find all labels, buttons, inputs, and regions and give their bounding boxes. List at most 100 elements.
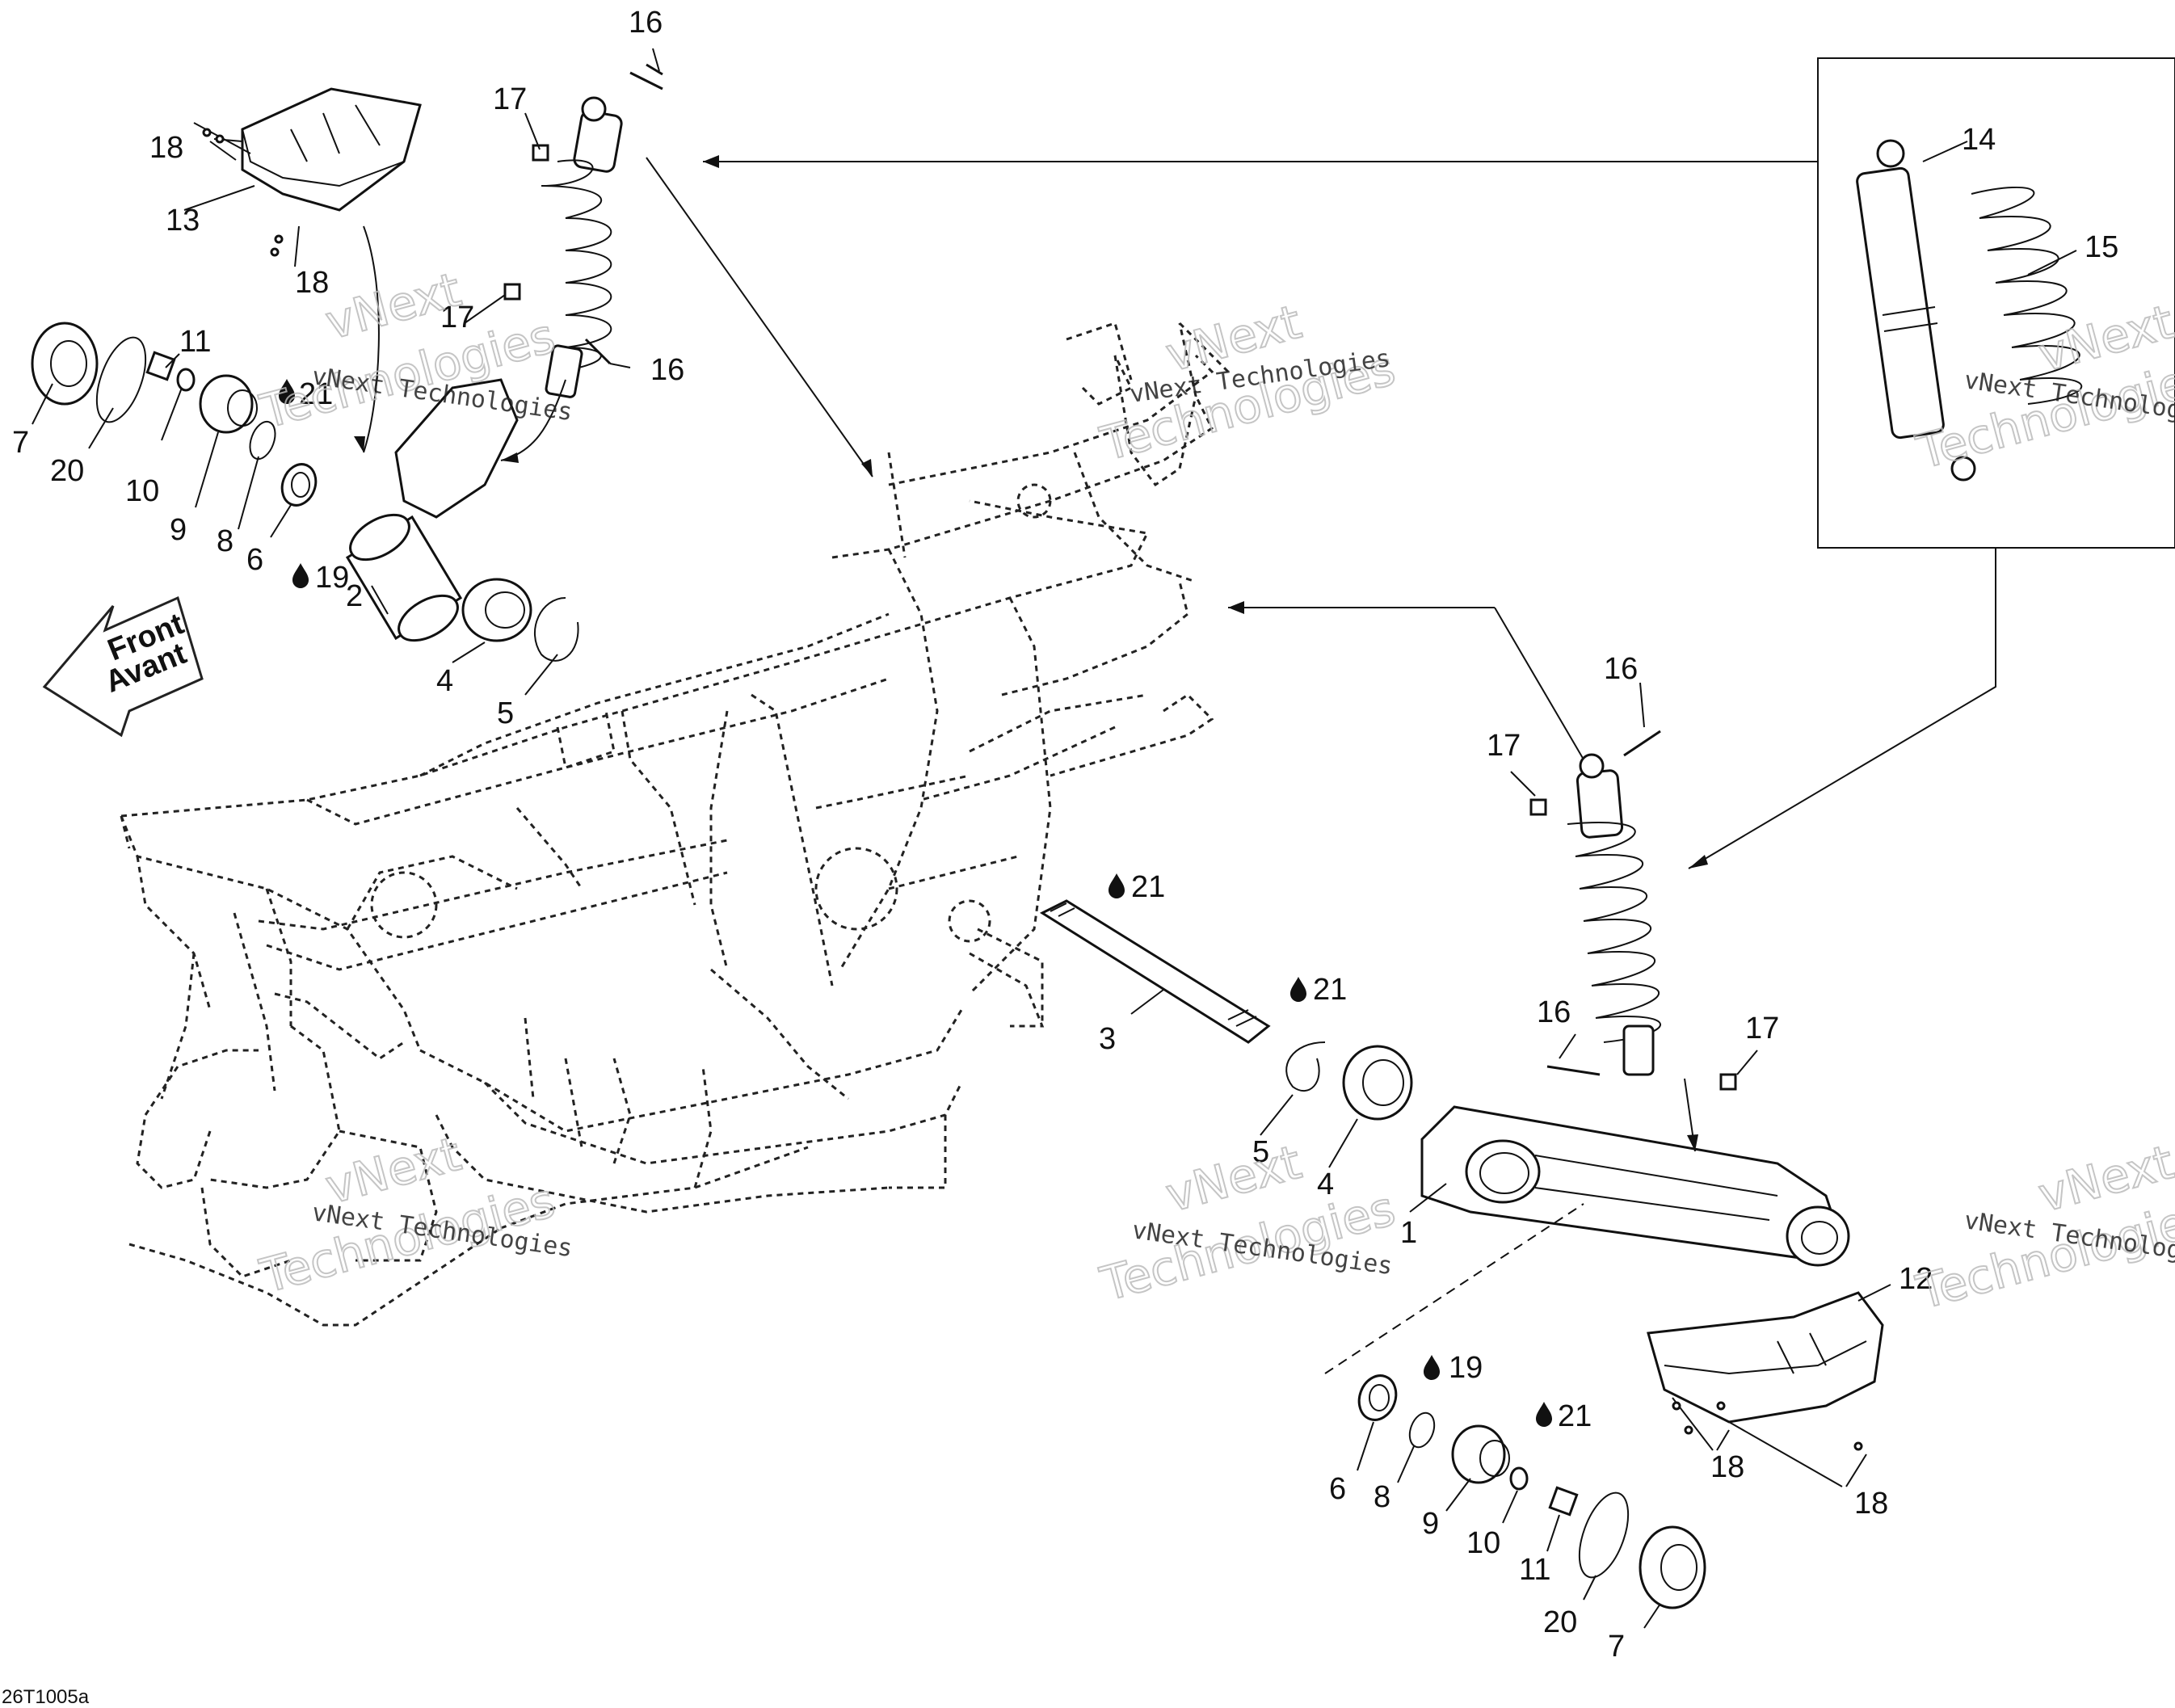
watermark-upper-right: vNext Technologies vNext Technologies bbox=[1910, 293, 2175, 481]
callout-4-right: 4 bbox=[1317, 1167, 1334, 1201]
callout-18-left-lower: 18 bbox=[295, 266, 329, 300]
right-part-5-circlip bbox=[1285, 1041, 1326, 1092]
callout-17-top-left: 17 bbox=[493, 82, 527, 116]
right-part-11-nut bbox=[1548, 1486, 1579, 1517]
right-bolt-16-top bbox=[1623, 730, 1661, 757]
right-part-8-ring bbox=[1408, 1411, 1436, 1449]
right-shock-absorber bbox=[1567, 753, 1661, 1076]
part-20-ring bbox=[95, 336, 147, 423]
callout-18-right-upper: 18 bbox=[1710, 1450, 1744, 1484]
watermark-lower-left: vNext Technologies vNext Technologies bbox=[254, 1125, 574, 1305]
left-nut-17-top bbox=[532, 144, 549, 162]
right-parts-group bbox=[1039, 730, 1884, 1609]
vehicle-frame bbox=[120, 322, 1230, 1327]
right-bolt-16-lower bbox=[1546, 1065, 1601, 1076]
callout-15: 15 bbox=[2085, 230, 2118, 264]
part-13-guard bbox=[241, 87, 422, 212]
screws bbox=[202, 128, 1863, 1451]
callout-numbers: 16 17 18 13 18 17 16 11 21 7 20 10 9 8 6… bbox=[12, 6, 2118, 1664]
callout-1: 1 bbox=[1400, 1216, 1417, 1250]
callout-11-left: 11 bbox=[179, 325, 211, 359]
inset-frame bbox=[1817, 57, 2175, 549]
right-part-6-seal bbox=[1357, 1374, 1398, 1421]
inset-box bbox=[1817, 57, 2175, 549]
part-10-washer bbox=[176, 368, 196, 392]
callout-21-axle-lower: 21 bbox=[1313, 973, 1347, 1007]
callout-3: 3 bbox=[1099, 1022, 1116, 1056]
right-part-10-washer bbox=[1509, 1466, 1529, 1491]
part-8-ring bbox=[249, 420, 276, 461]
callout-16-top-left: 16 bbox=[629, 6, 663, 40]
callout-8-right: 8 bbox=[1374, 1480, 1390, 1514]
left-bolt-16-lower bbox=[584, 338, 612, 365]
front-direction-arrow: Front Avant bbox=[42, 595, 204, 738]
callout-19-left: 19 bbox=[315, 561, 349, 595]
shock-bracket bbox=[394, 378, 519, 519]
callout-20-left: 20 bbox=[50, 454, 84, 488]
callout-13: 13 bbox=[166, 204, 200, 238]
part-3-axle bbox=[1039, 899, 1271, 1044]
callout-18-right-lower: 18 bbox=[1854, 1487, 1888, 1521]
callout-21-axle-top: 21 bbox=[1131, 870, 1165, 904]
callout-9-left: 9 bbox=[170, 513, 187, 547]
callout-12: 12 bbox=[1899, 1262, 1933, 1296]
callout-6-right: 6 bbox=[1329, 1472, 1346, 1506]
callout-4-left: 4 bbox=[436, 664, 453, 698]
part-5-circlip bbox=[533, 597, 579, 662]
right-part-9-flange bbox=[1451, 1424, 1506, 1484]
callout-10-left: 10 bbox=[125, 474, 159, 508]
watermark-lower-center: vNext Technologies vNext Technologies bbox=[1094, 1134, 1401, 1313]
callout-21-left: 21 bbox=[299, 377, 333, 411]
left-bolt-16-top bbox=[629, 63, 663, 90]
callout-8-left: 8 bbox=[217, 524, 233, 558]
callout-5-left: 5 bbox=[497, 696, 514, 730]
right-part-4-bearing bbox=[1342, 1045, 1413, 1121]
right-lube-drop-icon-21 bbox=[1536, 1402, 1552, 1427]
part-15-spring bbox=[1971, 187, 2083, 405]
part-9-flange bbox=[199, 374, 254, 434]
part-11-nut bbox=[145, 351, 176, 381]
callout-19-right: 19 bbox=[1449, 1351, 1483, 1385]
diagram-reference-code: 26T1005a bbox=[2, 1686, 90, 1708]
callout-17-mid-left: 17 bbox=[440, 301, 474, 334]
left-parts-group: Front Avant bbox=[31, 63, 663, 738]
callout-21-right: 21 bbox=[1558, 1399, 1592, 1433]
part-1-swing-arm bbox=[1420, 1105, 1850, 1267]
left-lube-drop-icon-19 bbox=[292, 563, 309, 588]
callout-7-right: 7 bbox=[1608, 1630, 1625, 1664]
right-part-20-ring bbox=[1578, 1491, 1630, 1579]
watermark-upper-center: vNext Technologies vNext Technologies bbox=[1094, 293, 1401, 473]
leader-lines bbox=[32, 48, 2077, 1629]
callout-14: 14 bbox=[1962, 123, 1996, 157]
watermark-lower-right: vNext Technologies vNext Technologies bbox=[1910, 1134, 2175, 1321]
callout-17-right-top: 17 bbox=[1487, 729, 1521, 763]
callout-7-left: 7 bbox=[12, 426, 29, 460]
callout-11-right: 11 bbox=[1519, 1553, 1550, 1587]
callout-2: 2 bbox=[346, 579, 363, 613]
callout-18-upper-left: 18 bbox=[149, 131, 183, 165]
callout-16-right-top: 16 bbox=[1604, 652, 1638, 686]
callout-16-mid-left: 16 bbox=[650, 353, 684, 387]
right-part-7-cap bbox=[1639, 1525, 1706, 1609]
left-nut-17-mid bbox=[503, 283, 521, 301]
callout-9-right: 9 bbox=[1422, 1507, 1439, 1541]
callout-20-right: 20 bbox=[1543, 1605, 1577, 1639]
part-7-cap bbox=[31, 322, 99, 406]
callout-10-right: 10 bbox=[1466, 1526, 1500, 1560]
right-nut-17-top bbox=[1529, 798, 1547, 816]
lower-lube-drop-icon-21 bbox=[1290, 977, 1306, 1002]
callout-6-left: 6 bbox=[246, 543, 263, 577]
part-4-bearing bbox=[461, 578, 532, 642]
watermarks: vNext Technologies vNext Technologies vN… bbox=[254, 261, 2175, 1321]
callout-16-right-lower: 16 bbox=[1537, 995, 1571, 1029]
right-lube-drop-icon-19 bbox=[1424, 1355, 1440, 1380]
callout-5-right: 5 bbox=[1252, 1135, 1269, 1169]
right-nut-17-lower bbox=[1719, 1073, 1737, 1091]
part-12-guard bbox=[1647, 1291, 1884, 1424]
left-shock-absorber bbox=[541, 96, 623, 398]
watermark-upper-left: vNext Technologies vNext Technologies bbox=[254, 261, 574, 440]
upper-lube-drop-icon-21 bbox=[1109, 873, 1125, 898]
part-14-shock-body bbox=[1856, 139, 1976, 482]
part-6-seal bbox=[280, 463, 318, 507]
